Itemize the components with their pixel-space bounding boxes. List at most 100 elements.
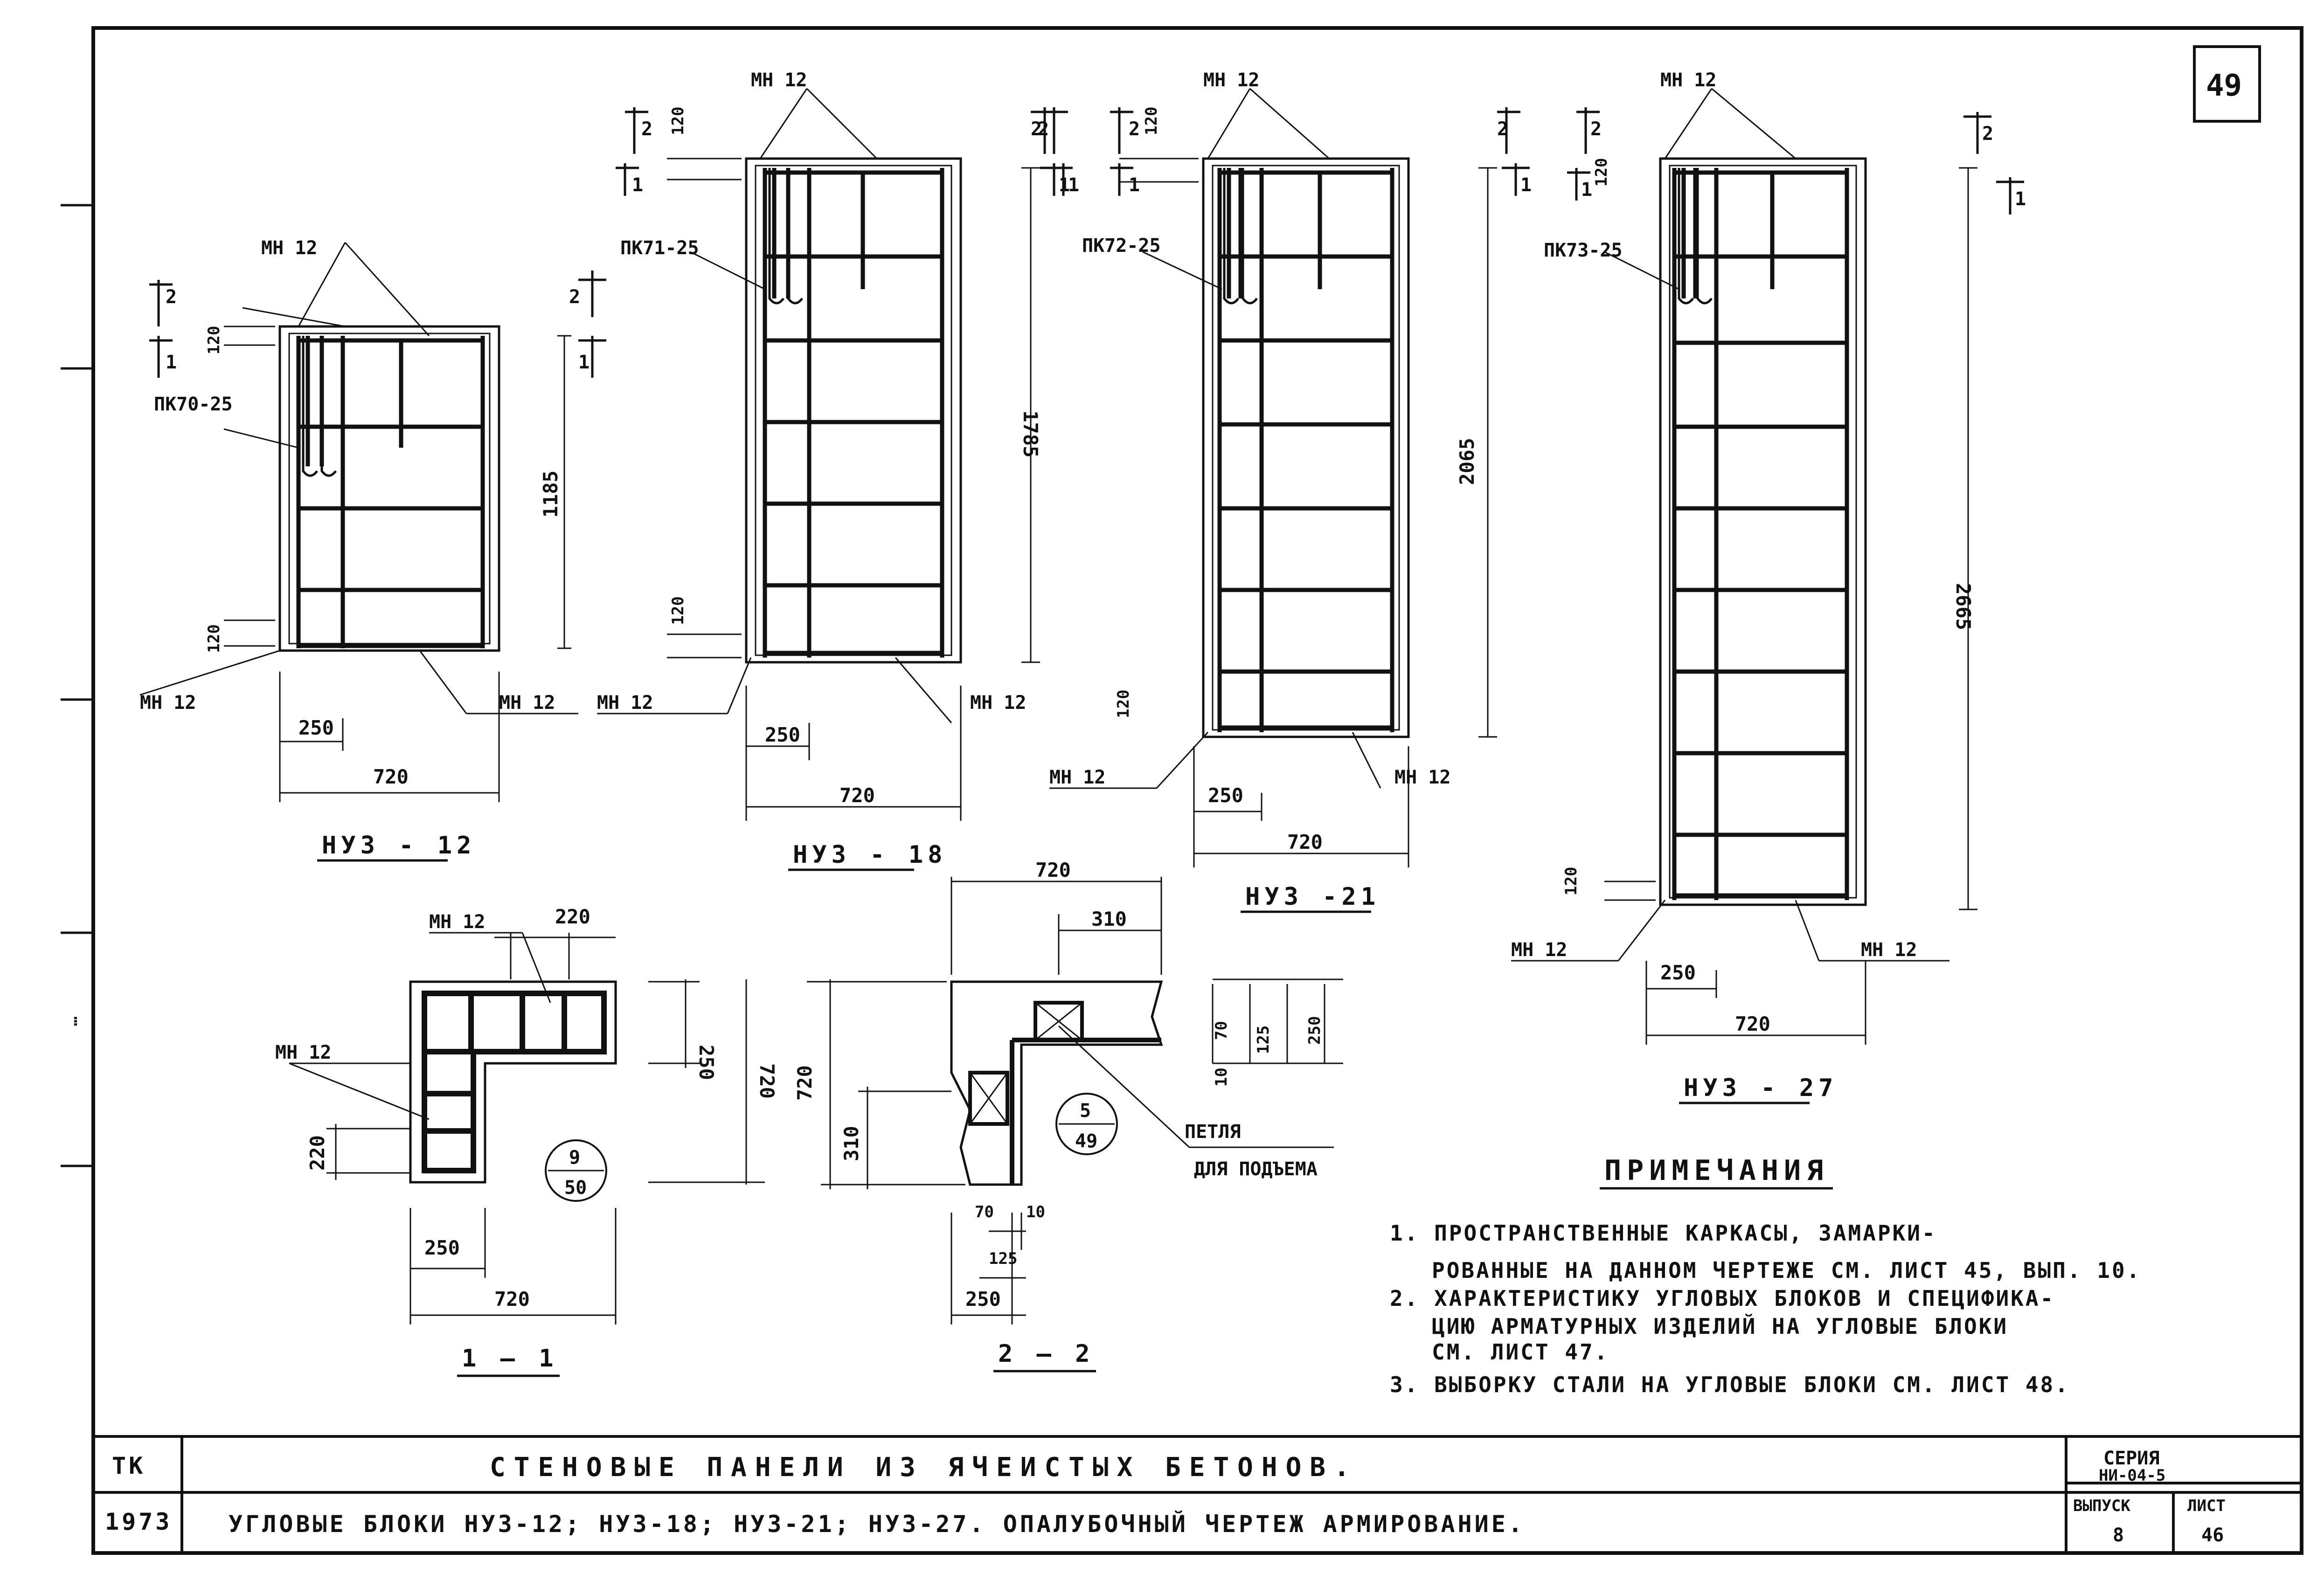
svg-text:ПК71-25: ПК71-25: [620, 237, 699, 259]
svg-text:125: 125: [1254, 1026, 1273, 1054]
svg-text:1: 1: [166, 352, 177, 373]
svg-text:125: 125: [989, 1249, 1017, 1268]
svg-text:10: 10: [1212, 1068, 1231, 1087]
section-1-1: МН 12 220 МН 12 220 250 720 9 50 250 720…: [275, 905, 778, 1377]
page-number-box: [2193, 45, 2261, 123]
svg-text:1: 1: [1068, 174, 1079, 196]
notes-header: ПРИМЕЧАНИЯ: [1604, 1154, 1829, 1187]
svg-text:МН 12: МН 12: [751, 69, 807, 91]
svg-text:10: 10: [1026, 1203, 1045, 1221]
svg-text:МН 12: МН 12: [429, 911, 485, 933]
svg-text:250: 250: [1660, 961, 1696, 984]
svg-text:250: 250: [765, 723, 800, 746]
svg-text:70: 70: [1212, 1021, 1231, 1040]
panel-nuz-18: МН 12 2 1 2 1 120 ПК71-25 1785 120 МН 12…: [597, 69, 1079, 871]
caption-nuz-18: НУЗ - 18: [793, 841, 947, 869]
svg-text:1: 1: [2015, 188, 2026, 210]
notes-block: ПРИМЕЧАНИЯ 1. ПРОСТРАНСТВЕННЫЕ КАРКАСЫ, …: [1390, 1154, 2141, 1397]
svg-text:2: 2: [166, 286, 177, 308]
caption-section-2-2: 2 — 2: [998, 1340, 1095, 1368]
panel-nuz-27: МН 12 2 1 2 1 2 1 120 ПК73-25 2665 120 М…: [1497, 69, 2026, 1104]
svg-text:2: 2: [1129, 118, 1140, 140]
svg-text:1: 1: [1520, 174, 1532, 196]
svg-text:120: 120: [1114, 690, 1133, 718]
note-line-1: 1. ПРОСТРАНСТВЕННЫЕ КАРКАСЫ, ЗАМАРКИ-: [1390, 1220, 1937, 1246]
svg-text:220: 220: [555, 905, 590, 928]
svg-text:1: 1: [632, 174, 643, 196]
svg-text:50: 50: [564, 1177, 587, 1199]
svg-text:МН 12: МН 12: [970, 692, 1026, 714]
svg-text:ДЛЯ ПОДЪЕМА: ДЛЯ ПОДЪЕМА: [1194, 1158, 1318, 1180]
svg-text:2: 2: [641, 118, 652, 140]
svg-text:120: 120: [205, 624, 223, 653]
series-value: НИ-04-5: [2099, 1466, 2165, 1485]
svg-text:2: 2: [1038, 118, 1049, 140]
svg-text:МН 12: МН 12: [597, 692, 653, 714]
svg-text:2: 2: [1497, 118, 1508, 140]
svg-text:720: 720: [793, 1065, 816, 1101]
svg-text:1: 1: [1059, 174, 1070, 196]
issue-value: 8: [2113, 1525, 2124, 1546]
series-label: СЕРИЯ: [2103, 1448, 2159, 1469]
svg-text:720: 720: [1287, 831, 1323, 853]
svg-text:МН 12: МН 12: [1511, 939, 1567, 961]
svg-text:1185: 1185: [539, 471, 562, 518]
svg-text:120: 120: [1562, 867, 1581, 895]
svg-text:МН 12: МН 12: [275, 1042, 331, 1063]
svg-text:720: 720: [373, 765, 409, 788]
svg-text:310: 310: [840, 1126, 863, 1161]
note-line-5: СМ. ЛИСТ 47.: [1432, 1339, 1609, 1365]
title-sub: УГЛОВЫЕ БЛОКИ НУЗ-12; НУЗ-18; НУЗ-21; НУ…: [229, 1510, 1525, 1538]
svg-text:1: 1: [578, 352, 590, 373]
svg-text:49: 49: [1075, 1130, 1097, 1152]
svg-text:ПК73-25: ПК73-25: [1544, 240, 1623, 261]
section-2-2: 720 310 720 310 5 49 ПЕТЛЯ ДЛЯ ПОДЪЕМА 7…: [793, 859, 1343, 1373]
note-line-2: РОВАННЫЕ НА ДАННОМ ЧЕРТЕЖЕ СМ. ЛИСТ 45, …: [1432, 1258, 2141, 1283]
svg-text:ПК72-25: ПК72-25: [1082, 235, 1161, 257]
svg-text:МН 12: МН 12: [1394, 767, 1450, 788]
svg-text:2: 2: [1590, 118, 1602, 140]
svg-text:120: 120: [205, 326, 223, 354]
svg-text:МН 12: МН 12: [1861, 939, 1917, 961]
svg-text:720: 720: [494, 1288, 530, 1311]
caption-nuz-27: НУЗ - 27: [1684, 1074, 1838, 1102]
svg-text:250: 250: [1305, 1016, 1324, 1045]
svg-text:2065: 2065: [1456, 438, 1478, 485]
issue-label: ВЫПУСК: [2073, 1497, 2130, 1515]
svg-text:5: 5: [1080, 1100, 1091, 1122]
page-number: 49: [2206, 69, 2242, 103]
panel-nuz-12: 2 1 2 1 МН 12 ПК70-25 120 120 1185 МН 12…: [139, 237, 606, 862]
svg-text:9: 9: [569, 1147, 580, 1168]
svg-text:120: 120: [669, 107, 687, 135]
title-tk: ТК: [112, 1452, 146, 1479]
title-main: СТЕНОВЫЕ ПАНЕЛИ ИЗ ЯЧЕИСТЫХ БЕТОНОВ.: [490, 1452, 1358, 1483]
note-line-6: 3. ВЫБОРКУ СТАЛИ НА УГЛОВЫЕ БЛОКИ СМ. ЛИ…: [1390, 1372, 2070, 1397]
caption-section-1-1: 1 — 1: [462, 1345, 558, 1373]
svg-text:МН 12: МН 12: [1049, 767, 1105, 788]
svg-text:2: 2: [569, 286, 580, 308]
panel-nuz-21: МН 12 2 1 2 1 120 ПК72-25 2065 120 МН 12…: [1031, 69, 1497, 913]
note-line-3: 2. ХАРАКТЕРИСТИКУ УГЛОВЫХ БЛОКОВ И СПЕЦИ…: [1390, 1286, 2055, 1311]
svg-text:МН 12: МН 12: [140, 692, 196, 714]
svg-text:250: 250: [695, 1045, 718, 1080]
svg-text:120: 120: [669, 596, 687, 625]
svg-text:720: 720: [756, 1063, 778, 1099]
detail-ref-circle-5-49: [1055, 1093, 1118, 1155]
sheet-value: 46: [2201, 1525, 2224, 1546]
svg-text:2: 2: [1982, 123, 1993, 145]
svg-text:250: 250: [424, 1236, 460, 1259]
svg-text:ПК70-25: ПК70-25: [154, 394, 233, 415]
svg-text:720: 720: [839, 784, 875, 807]
svg-text:120: 120: [1142, 107, 1161, 135]
note-line-4: ЦИЮ АРМАТУРНЫХ ИЗДЕЛИЙ НА УГЛОВЫЕ БЛОКИ: [1432, 1314, 2008, 1339]
svg-text:1: 1: [1129, 174, 1140, 196]
svg-text:2: 2: [1031, 118, 1042, 140]
margin-text: …: [62, 1017, 81, 1026]
sheet-label: ЛИСТ: [2187, 1497, 2226, 1515]
detail-ref-circle-9-50: [545, 1139, 607, 1202]
outer-frame: [91, 26, 2303, 1555]
svg-text:120: 120: [1592, 158, 1611, 187]
caption-nuz-12: НУЗ - 12: [322, 832, 476, 860]
svg-text:250: 250: [1208, 784, 1243, 807]
